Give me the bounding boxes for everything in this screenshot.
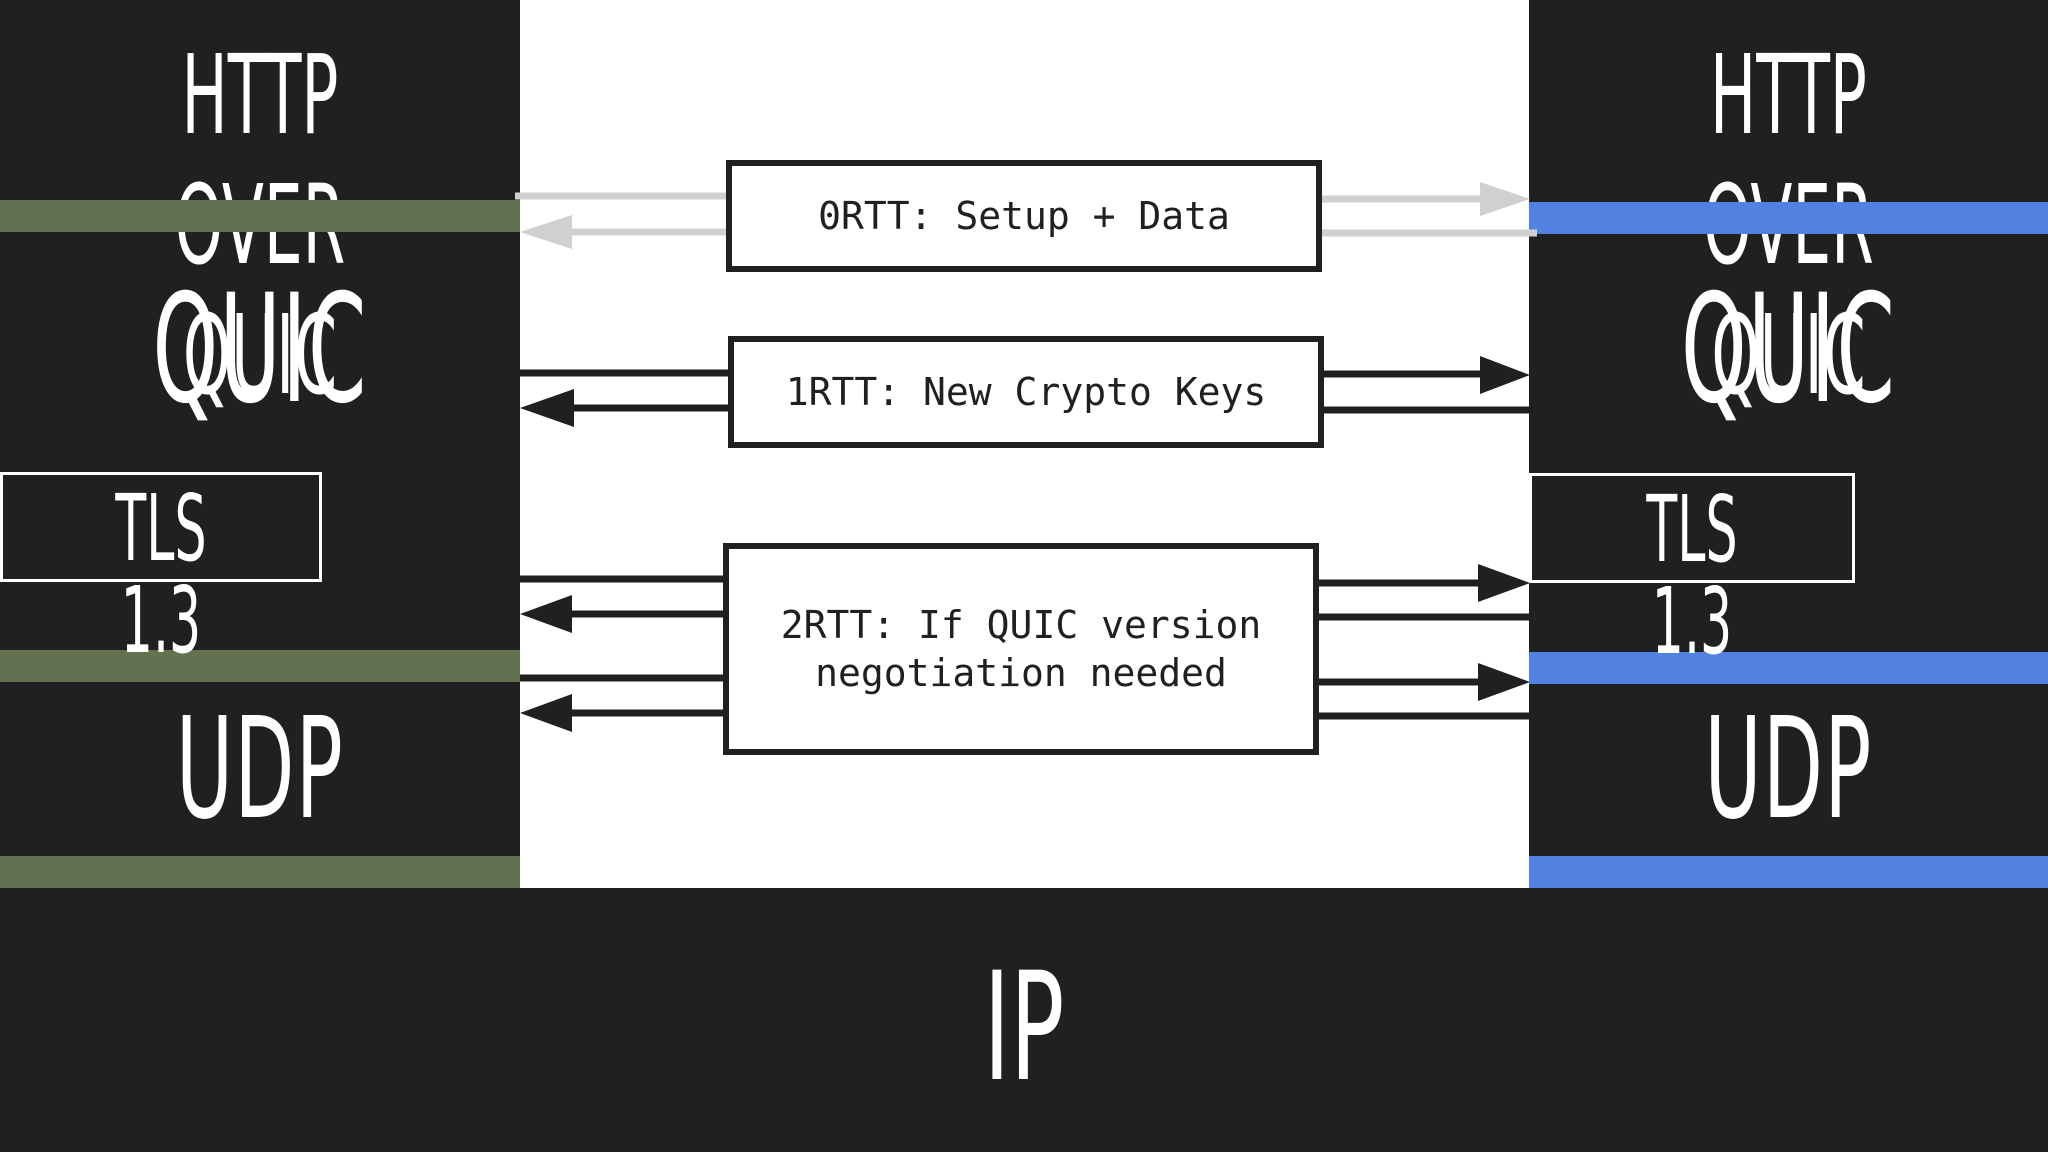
two-rtt-arrowhead-left-2 xyxy=(520,694,572,732)
left-separator-udp-ip xyxy=(0,856,520,888)
one-rtt-arrowhead-right xyxy=(1480,356,1530,394)
right-tls-box: TLS 1.3 xyxy=(1529,473,1855,668)
right-udp-label: UDP xyxy=(1704,688,1873,851)
right-separator-quic-udp xyxy=(1529,652,2048,684)
zero-rtt-box: 0RTT: Setup + Data xyxy=(726,160,1322,272)
one-rtt-label: 1RTT: New Crypto Keys xyxy=(785,370,1267,414)
one-rtt-box: 1RTT: New Crypto Keys xyxy=(728,336,1324,448)
ip-label: IP xyxy=(983,941,1065,1115)
left-quic-label: QUIC xyxy=(152,263,368,437)
zero-rtt-label: 0RTT: Setup + Data xyxy=(818,194,1230,238)
ip-layer: IP xyxy=(0,888,2048,1152)
right-separator-http-quic xyxy=(1529,202,2048,234)
right-protocol-stack: HTTP OVER QUIC QUIC UDP xyxy=(1529,0,2048,888)
one-rtt-arrows xyxy=(520,356,1530,427)
right-separator-udp-ip xyxy=(1529,856,2048,888)
zero-rtt-arrowhead-right xyxy=(1480,182,1530,216)
two-rtt-arrowhead-left-1 xyxy=(520,595,572,633)
two-rtt-label-line2: negotiation needed xyxy=(815,651,1227,695)
zero-rtt-arrows xyxy=(515,182,1537,249)
zero-rtt-arrowhead-left xyxy=(520,215,572,249)
left-udp-label: UDP xyxy=(175,688,345,851)
left-separator-http-quic xyxy=(0,200,520,232)
two-rtt-box: 2RTT: If QUIC version negotiation needed xyxy=(723,543,1319,755)
one-rtt-arrowhead-left xyxy=(520,389,574,427)
right-quic-label: QUIC xyxy=(1680,263,1897,437)
two-rtt-arrows xyxy=(520,564,1530,732)
left-tls-label: TLS 1.3 xyxy=(115,475,207,674)
two-rtt-arrowhead-right-1 xyxy=(1478,564,1530,602)
two-rtt-arrowhead-right-2 xyxy=(1478,663,1530,701)
left-tls-box: TLS 1.3 xyxy=(0,472,322,667)
right-tls-label: TLS 1.3 xyxy=(1646,476,1738,675)
left-separator-quic-udp xyxy=(0,650,520,682)
two-rtt-label-line1: 2RTT: If QUIC version xyxy=(780,603,1262,647)
left-protocol-stack: HTTP OVER QUIC QUIC UDP xyxy=(0,0,520,888)
